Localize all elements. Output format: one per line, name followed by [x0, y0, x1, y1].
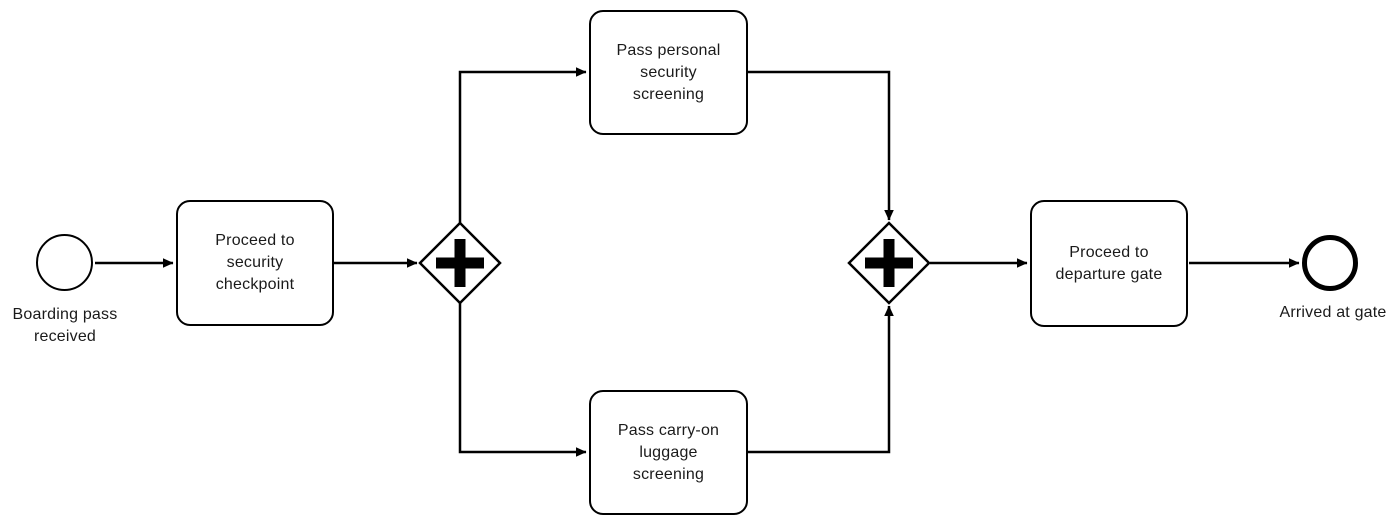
task-proceed-security-checkpoint[interactable]: Proceed to security checkpoint	[176, 200, 334, 326]
task-pass-carry-on-luggage-screening[interactable]: Pass carry-on luggage screening	[589, 390, 748, 515]
end-event-label: Arrived at gate	[1279, 304, 1387, 321]
sequence-flows	[95, 67, 1300, 457]
parallel-gateway-join[interactable]	[847, 221, 931, 305]
task-label: Proceed to departure gate	[1055, 243, 1163, 283]
start-event-label: Boarding pass received	[12, 306, 118, 345]
task-label: Proceed to security checkpoint	[215, 232, 295, 293]
task-proceed-departure-gate[interactable]: Proceed to departure gate	[1030, 200, 1188, 327]
flow-split-to-luggage-screening[interactable]	[458, 303, 587, 457]
task-label: Pass personal security screening	[616, 41, 721, 103]
flow-split-to-personal-screening[interactable]	[458, 67, 587, 223]
task-label: Pass carry-on luggage screening	[617, 421, 720, 483]
parallel-gateway-split[interactable]	[418, 221, 502, 305]
flow-personal-screening-to-join[interactable]	[748, 70, 894, 221]
task-pass-personal-security-screening[interactable]: Pass personal security screening	[589, 10, 748, 135]
plus-icon	[436, 239, 484, 287]
plus-icon	[865, 239, 913, 287]
end-event[interactable]	[1302, 235, 1358, 291]
start-event[interactable]	[36, 234, 93, 291]
flow-luggage-screening-to-join[interactable]	[748, 305, 894, 454]
